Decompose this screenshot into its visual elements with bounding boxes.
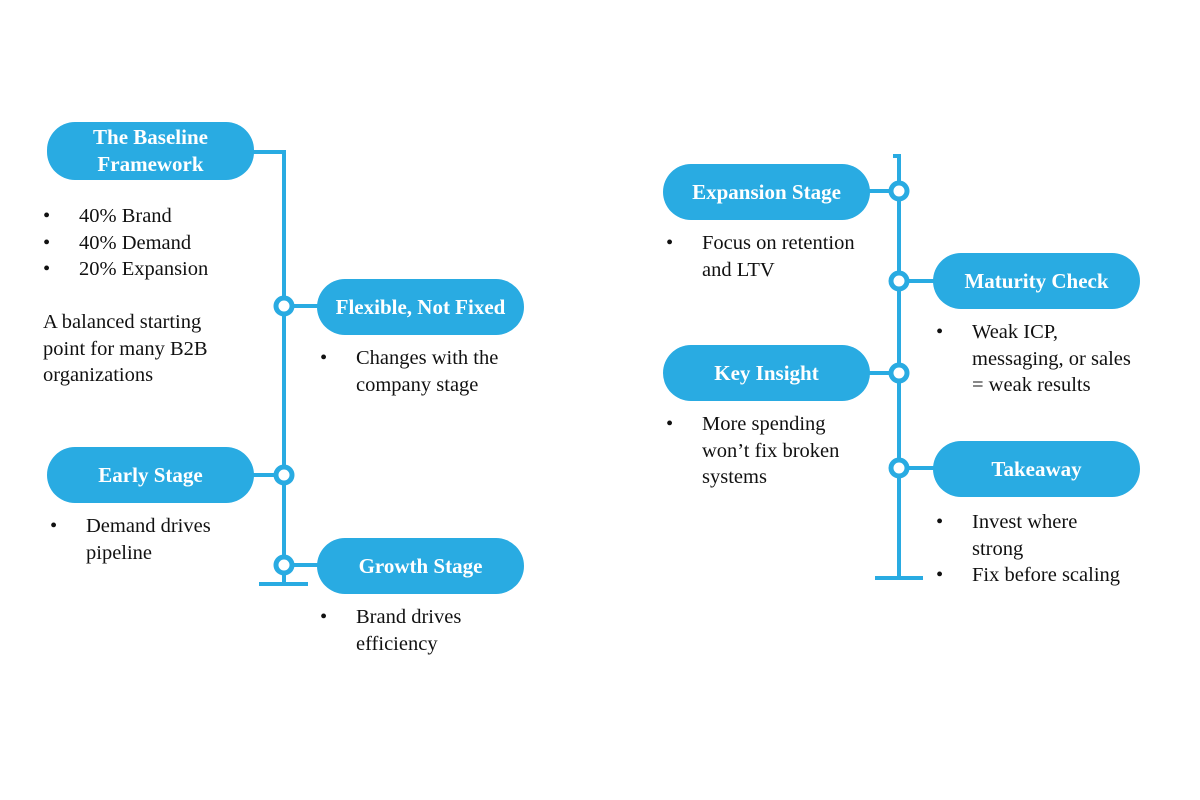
node-growth	[273, 554, 295, 576]
takeaway-bullet1-line1: Invest where	[972, 511, 1078, 533]
flexible-not-fixed-pill: Flexible, Not Fixed	[317, 279, 524, 335]
expansion-stage-title: Expansion Stage	[692, 180, 841, 204]
growth-bullet-line2: efficiency	[356, 632, 438, 655]
expansion-stage-bullet: Focus on retention and LTV	[666, 230, 855, 283]
growth-stage-title: Growth Stage	[358, 554, 483, 578]
growth-stage-bullets: Brand drives efficiency	[320, 604, 461, 657]
early-stage-pill: Early Stage	[47, 447, 254, 503]
baseline-framework-pill: The Baseline Framework	[47, 122, 254, 180]
expansion-stage-bullets: Focus on retention and LTV	[666, 230, 855, 283]
maturity-check-pill: Maturity Check	[933, 253, 1140, 309]
takeaway-bullet-fix: Fix before scaling	[936, 562, 1120, 589]
takeaway-pill: Takeaway	[933, 441, 1140, 497]
maturity-check-bullet: Weak ICP, messaging, or sales = weak res…	[936, 319, 1131, 399]
node-early	[273, 464, 295, 486]
baseline-note-line3: organizations	[43, 364, 154, 386]
early-stage-bullet: Demand drives pipeline	[50, 513, 211, 566]
takeaway-bullets: Invest where strong Fix before scaling	[936, 509, 1120, 589]
flexible-bullet-line2: company stage	[356, 373, 479, 396]
insight-bullet-line2: won’t fix broken	[702, 439, 840, 462]
early-stage-bullets: Demand drives pipeline	[50, 513, 211, 566]
growth-bullet-line1: Brand drives	[356, 606, 462, 628]
baseline-note-line1: A balanced starting	[43, 311, 202, 333]
maturity-bullet-line1: Weak ICP,	[972, 321, 1059, 343]
baseline-framework-title-line1: The Baseline	[93, 125, 208, 149]
insight-bullet-line1: More spending	[702, 413, 826, 435]
key-insight-bullets: More spending won’t fix broken systems	[666, 411, 839, 491]
flexible-not-fixed-bullets: Changes with the company stage	[320, 345, 498, 398]
insight-bullet-line3: systems	[702, 466, 767, 488]
maturity-check-title: Maturity Check	[964, 269, 1109, 293]
takeaway-title: Takeaway	[991, 457, 1082, 481]
baseline-framework-bullets: 40% Brand 40% Demand 20% Expansion	[43, 203, 208, 283]
early-bullet-line2: pipeline	[86, 541, 153, 564]
baseline-framework-note: A balanced starting point for many B2B o…	[43, 309, 208, 389]
baseline-framework-title-line2: Framework	[97, 152, 204, 176]
bullet-demand-share: 40% Demand	[43, 230, 208, 257]
bullet-brand-share: 40% Brand	[43, 203, 208, 230]
key-insight-bullet: More spending won’t fix broken systems	[666, 411, 839, 491]
early-stage-title: Early Stage	[98, 463, 203, 487]
expansion-bullet-line2: and LTV	[702, 258, 775, 281]
baseline-note-line2: point for many B2B	[43, 337, 208, 360]
flexible-bullet: Changes with the company stage	[320, 345, 498, 398]
maturity-bullet-line2: messaging, or sales	[972, 347, 1131, 370]
expansion-stage-pill: Expansion Stage	[663, 164, 870, 220]
flexible-not-fixed-title: Flexible, Not Fixed	[335, 295, 506, 319]
takeaway-bullet1-line2: strong	[972, 537, 1024, 560]
node-takeaway	[888, 457, 910, 479]
node-flexible	[273, 295, 295, 317]
node-insight	[888, 362, 910, 384]
bullet-expansion-share: 20% Expansion	[43, 256, 208, 283]
maturity-check-bullets: Weak ICP, messaging, or sales = weak res…	[936, 319, 1131, 399]
early-bullet-line1: Demand drives	[86, 515, 211, 537]
flexible-bullet-line1: Changes with the	[356, 347, 499, 369]
growth-stage-bullet: Brand drives efficiency	[320, 604, 461, 657]
key-insight-title: Key Insight	[714, 361, 819, 385]
key-insight-pill: Key Insight	[663, 345, 870, 401]
maturity-bullet-line3: = weak results	[972, 374, 1091, 396]
node-expansion	[888, 180, 910, 202]
expansion-bullet-line1: Focus on retention	[702, 232, 855, 254]
growth-stage-pill: Growth Stage	[317, 538, 524, 594]
takeaway-bullet-invest: Invest where strong	[936, 509, 1120, 562]
node-maturity	[888, 270, 910, 292]
